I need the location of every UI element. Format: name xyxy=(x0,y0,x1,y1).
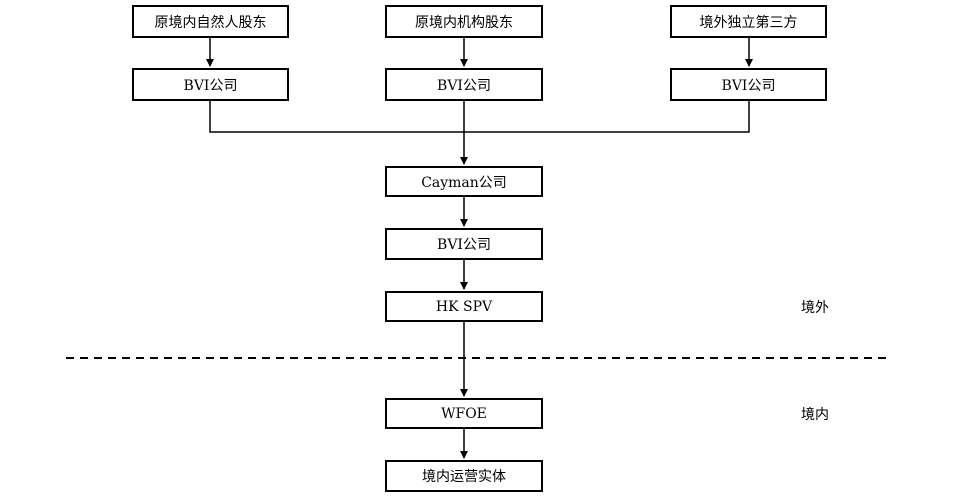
node-wfoe: WFOE xyxy=(385,398,543,429)
node-label: BVI公司 xyxy=(721,77,776,94)
node-label: 原境内自然人股东 xyxy=(154,14,267,31)
node-cayman: Cayman公司 xyxy=(385,166,543,197)
node-label: Cayman公司 xyxy=(421,174,507,191)
node-third-party: 境外独立第三方 xyxy=(670,5,827,38)
zone-label-offshore: 境外 xyxy=(801,300,829,316)
node-domestic-entity: 境内运营实体 xyxy=(385,460,543,492)
node-bvi-right: BVI公司 xyxy=(670,68,827,101)
node-label: 原境内机构股东 xyxy=(415,14,513,31)
node-label: BVI公司 xyxy=(183,77,238,94)
node-bvi-mid: BVI公司 xyxy=(385,68,543,101)
zone-label-onshore: 境内 xyxy=(801,407,829,423)
node-bvi-left: BVI公司 xyxy=(132,68,289,101)
node-label: BVI公司 xyxy=(437,77,491,94)
node-label: HK SPV xyxy=(435,298,493,315)
node-bvi-lower: BVI公司 xyxy=(385,228,543,260)
node-hk-spv: HK SPV xyxy=(385,291,543,322)
merge-line xyxy=(209,101,750,133)
node-label: 境外独立第三方 xyxy=(699,14,798,31)
node-label: WFOE xyxy=(441,405,487,422)
node-shareholder-institution: 原境内机构股东 xyxy=(385,5,543,38)
node-label: 境内运营实体 xyxy=(422,469,506,485)
node-shareholder-person: 原境内自然人股东 xyxy=(132,5,289,38)
node-label: BVI公司 xyxy=(437,237,491,253)
